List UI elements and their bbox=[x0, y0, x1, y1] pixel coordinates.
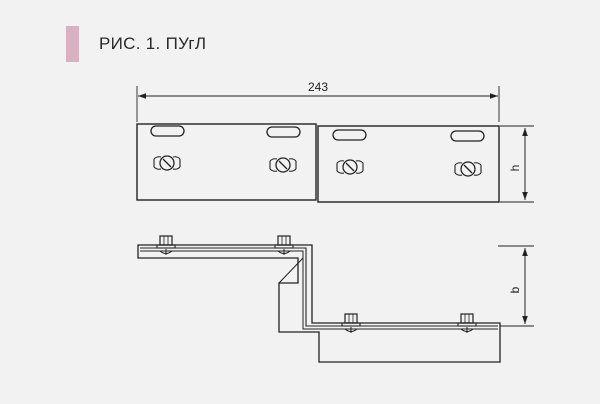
offset-dimension: b bbox=[498, 245, 534, 327]
figure-caption: РИС. 1. ПУгЛ bbox=[66, 26, 206, 62]
screw bbox=[269, 157, 297, 173]
slot bbox=[150, 125, 185, 137]
caption-text: РИС. 1. ПУгЛ bbox=[99, 34, 207, 53]
length-dimension: 243 bbox=[136, 80, 500, 122]
caption-marker bbox=[66, 26, 79, 62]
side-view bbox=[137, 235, 501, 363]
bolt bbox=[274, 235, 294, 256]
slot bbox=[332, 129, 367, 141]
slot bbox=[450, 130, 485, 142]
length-label: 243 bbox=[308, 80, 328, 94]
bolt bbox=[156, 235, 176, 256]
offset-label: b bbox=[508, 286, 522, 293]
screw bbox=[153, 155, 181, 171]
height-dimension: h bbox=[500, 125, 534, 203]
screw bbox=[454, 161, 482, 177]
height-label: h bbox=[508, 165, 522, 172]
right-plate bbox=[317, 125, 500, 203]
bolt bbox=[457, 313, 477, 334]
top-view bbox=[136, 123, 500, 203]
left-plate bbox=[136, 123, 317, 201]
bracket-outline bbox=[137, 244, 501, 363]
bolt bbox=[341, 313, 361, 334]
slot bbox=[266, 126, 301, 138]
screw bbox=[336, 159, 364, 175]
